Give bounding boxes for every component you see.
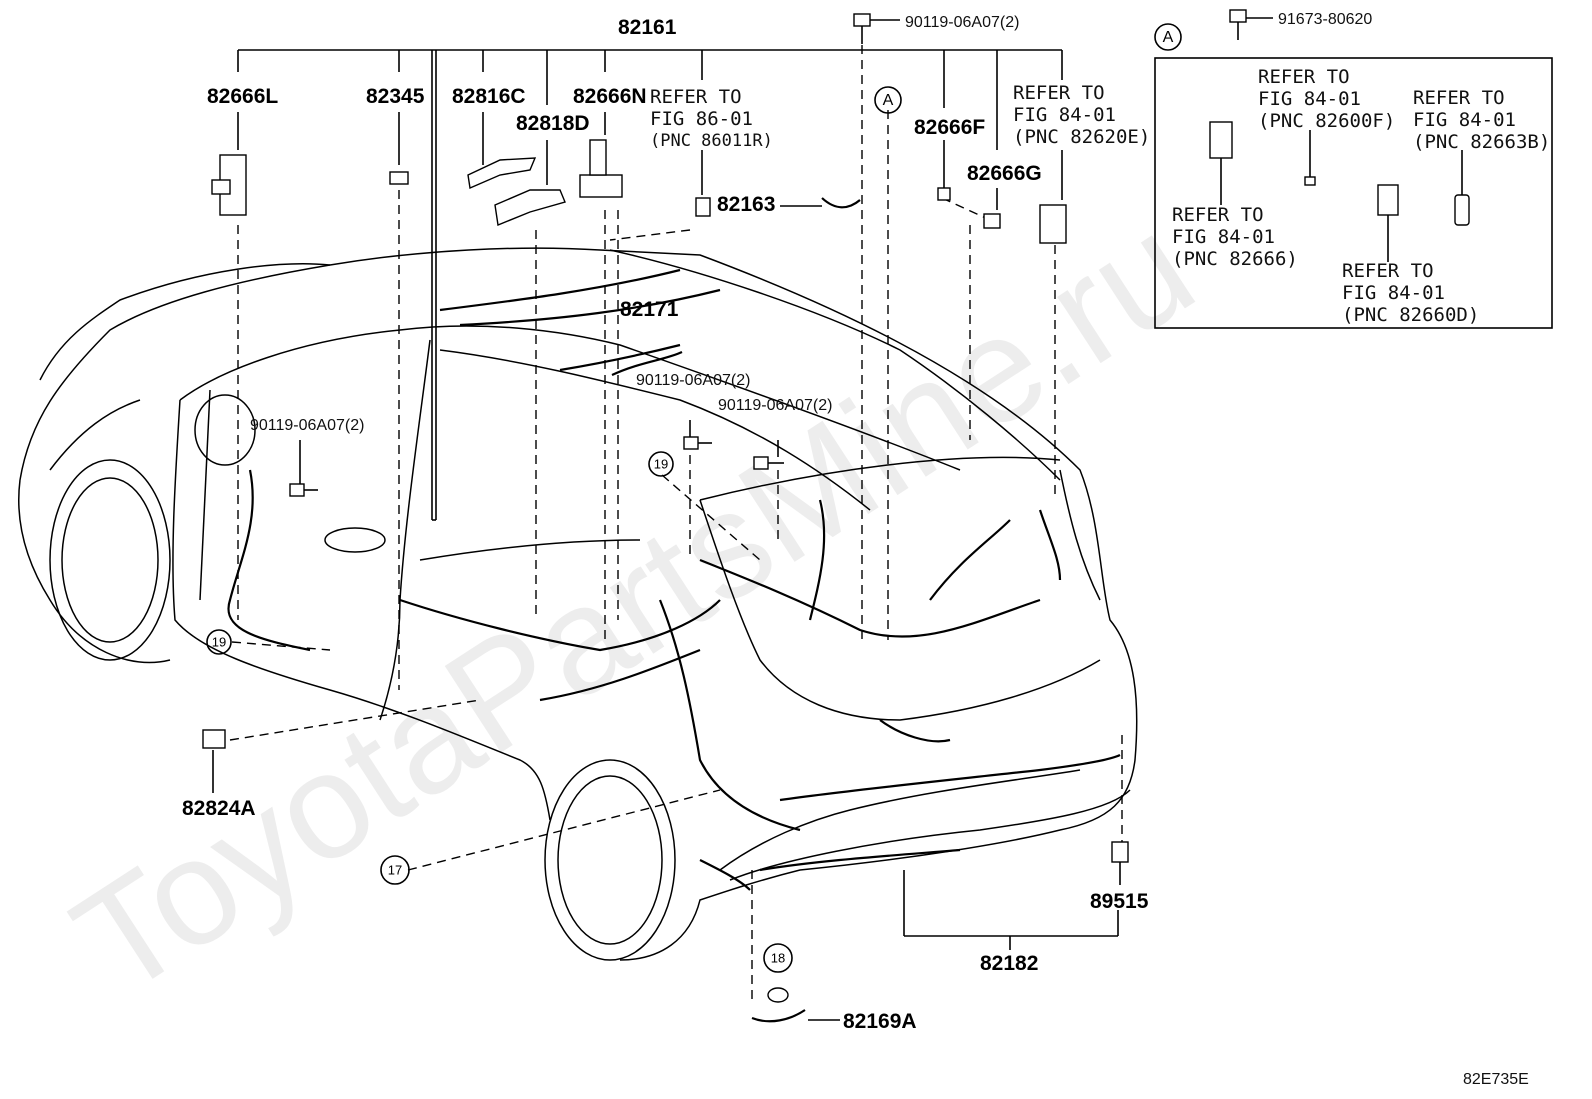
label-82666G: 82666G xyxy=(967,162,1042,185)
part-82818D-protector xyxy=(494,189,566,226)
label-82666N: 82666N xyxy=(573,85,647,108)
svg-text:FIG 84-01: FIG 84-01 xyxy=(1258,88,1361,110)
ref-fig84-82663B: REFER TO FIG 84-01 (PNC 82663B) xyxy=(1413,87,1550,153)
part-82666L-connector xyxy=(211,154,247,216)
part-82663B-fuse xyxy=(1454,194,1470,226)
part-82171-wire xyxy=(611,351,683,376)
part-82824A-connector xyxy=(202,729,226,749)
part-82666-module xyxy=(1209,121,1233,159)
car-body-outline xyxy=(18,247,1138,961)
part-82169A-grommet xyxy=(767,987,789,1003)
svg-text:FIG 84-01: FIG 84-01 xyxy=(1172,226,1275,248)
part-89515-sensor xyxy=(1111,841,1129,863)
label-82666L: 82666L xyxy=(207,85,278,108)
part-86011R-ref xyxy=(695,197,711,217)
label-82163: 82163 xyxy=(717,193,775,216)
label-82666F: 82666F xyxy=(914,116,985,139)
inset-marker-label: A xyxy=(1163,29,1174,46)
part-82816C-protector xyxy=(467,157,537,190)
svg-text:(PNC 82600F): (PNC 82600F) xyxy=(1258,110,1395,132)
callout-19-left-label: 19 xyxy=(212,634,226,649)
callout-17-label: 17 xyxy=(388,862,402,877)
svg-text:(PNC 82666): (PNC 82666) xyxy=(1172,248,1298,270)
bolt-icon-mid1 xyxy=(683,420,712,450)
inset-box-a xyxy=(1154,57,1553,329)
bracket-82182 xyxy=(903,870,1119,950)
label-bolt-left: 90119-06A07(2) xyxy=(250,417,364,434)
part-82666F-clip xyxy=(937,187,951,201)
ref-fig84-82620E: REFER TO FIG 84-01 (PNC 82620E) xyxy=(1013,82,1150,148)
label-82169A: 82169A xyxy=(843,1010,917,1033)
svg-text:(PNC 82663B): (PNC 82663B) xyxy=(1413,131,1550,153)
inset-marker-circle xyxy=(1154,23,1182,51)
svg-text:(PNC 82660D): (PNC 82660D) xyxy=(1342,304,1479,326)
label-bolt-mid2: 90119-06A07(2) xyxy=(718,397,832,414)
part-82620E-ref xyxy=(1039,204,1067,244)
part-82660D-relay xyxy=(1377,184,1399,216)
bolt-icon-mid2 xyxy=(753,440,784,470)
svg-text:REFER TO: REFER TO xyxy=(1342,260,1434,282)
label-bolt-mid1: 90119-06A07(2) xyxy=(636,372,750,389)
svg-text:FIG 86-01: FIG 86-01 xyxy=(650,108,753,130)
label-82824A: 82824A xyxy=(182,797,256,820)
svg-text:REFER TO: REFER TO xyxy=(650,86,742,108)
svg-text:FIG 84-01: FIG 84-01 xyxy=(1013,104,1116,126)
part-82345-clip xyxy=(389,171,409,185)
label-82161: 82161 xyxy=(618,16,677,39)
callout-19-center xyxy=(648,451,674,477)
ref-fig84-82660D: REFER TO FIG 84-01 (PNC 82660D) xyxy=(1342,260,1479,326)
svg-text:(PNC 82620E): (PNC 82620E) xyxy=(1013,126,1150,148)
part-82600F-clip xyxy=(1304,176,1316,186)
svg-text:FIG 84-01: FIG 84-01 xyxy=(1342,282,1445,304)
callout-18-label: 18 xyxy=(771,950,785,965)
callout-17 xyxy=(380,855,410,885)
label-bolt-inset: 91673-80620 xyxy=(1278,11,1372,28)
inset-marker-label-car: A xyxy=(883,92,894,109)
main-harness-bracket xyxy=(237,49,1063,521)
callout-18 xyxy=(763,943,793,973)
bolt-icon-left xyxy=(289,440,318,497)
label-82345: 82345 xyxy=(366,85,425,108)
svg-text:REFER TO: REFER TO xyxy=(1013,82,1105,104)
label-82818D: 82818D xyxy=(516,112,590,135)
part-82666N-bracket xyxy=(579,139,623,198)
svg-text:(PNC 86011R): (PNC 86011R) xyxy=(650,131,773,151)
svg-text:REFER TO: REFER TO xyxy=(1258,66,1350,88)
label-82182: 82182 xyxy=(980,952,1038,975)
svg-text:REFER TO: REFER TO xyxy=(1413,87,1505,109)
part-82666G-clip xyxy=(983,213,1001,229)
inset-marker-circle-car xyxy=(874,86,902,114)
bolt-icon-top xyxy=(853,13,900,44)
label-82171: 82171 xyxy=(620,298,679,321)
wire-harness xyxy=(227,268,1121,891)
dashed-leaders xyxy=(229,45,1123,1000)
bolt-icon-inset xyxy=(1229,9,1273,40)
label-bolt-top: 90119-06A07(2) xyxy=(905,14,1019,31)
svg-text:FIG 84-01: FIG 84-01 xyxy=(1413,109,1516,131)
part-82163-wire xyxy=(821,197,861,209)
label-89515: 89515 xyxy=(1090,890,1149,913)
callout-19-left xyxy=(206,629,232,655)
ref-fig84-82666: REFER TO FIG 84-01 (PNC 82666) xyxy=(1172,204,1298,270)
part-82169A-wire xyxy=(751,1009,806,1023)
callout-19-center-label: 19 xyxy=(654,456,668,471)
ref-fig86-86011R: REFER TO FIG 86-01 (PNC 86011R) xyxy=(650,86,773,151)
label-82816C: 82816C xyxy=(452,85,526,108)
diagram-code: 82E735E xyxy=(1463,1071,1529,1088)
ref-fig84-82600F: REFER TO FIG 84-01 (PNC 82600F) xyxy=(1258,66,1395,132)
svg-text:REFER TO: REFER TO xyxy=(1172,204,1264,226)
